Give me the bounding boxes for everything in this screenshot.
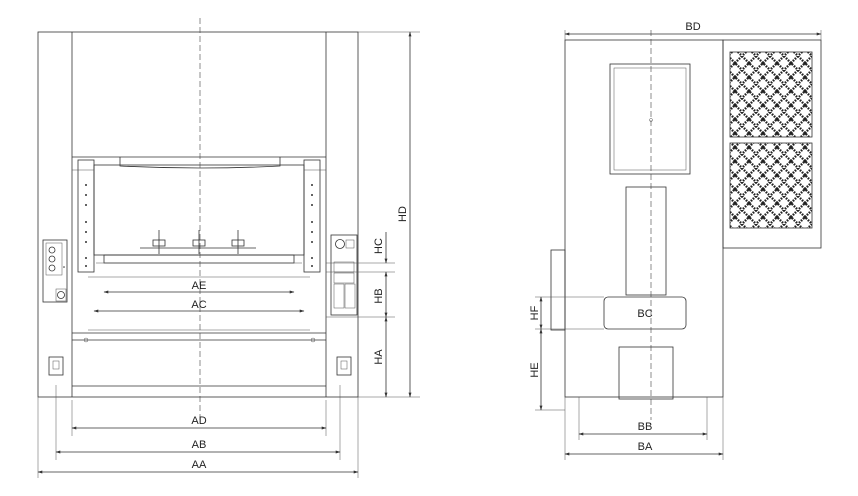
dim-label-HC: HC — [373, 238, 385, 254]
side-slide-column — [625, 186, 667, 296]
front-bolster — [103, 254, 295, 264]
side-motor-guard — [722, 39, 822, 249]
front-left-switch — [48, 356, 64, 376]
side-rear-bracket — [550, 249, 566, 331]
dim-label-HE: HE — [529, 362, 541, 377]
dim-label-HD: HD — [397, 206, 409, 222]
side-body — [564, 39, 724, 398]
side-bed-block — [618, 346, 674, 400]
dim-label-AD: AD — [191, 415, 206, 427]
front-right-gib — [303, 159, 321, 273]
dim-label-HB: HB — [373, 288, 385, 303]
front-knockout-pins — [140, 230, 256, 254]
dim-label-BD: BD — [685, 21, 700, 33]
side-top-door — [609, 63, 691, 175]
side-guard-mesh-upper — [729, 51, 813, 138]
front-right-switch — [336, 356, 352, 376]
front-gib-holes — [85, 184, 313, 267]
front-left-gib — [77, 159, 95, 273]
dim-label-BC: BC — [637, 308, 652, 320]
dim-label-AE: AE — [192, 280, 207, 292]
side-guard-mesh-lower — [729, 142, 813, 229]
dim-label-AA: AA — [192, 459, 207, 471]
dim-label-AB: AB — [192, 439, 207, 451]
dim-label-HF: HF — [529, 305, 541, 320]
front-view: AE AC AD AB AA HD HC HB HA — [37, 18, 420, 478]
side-bolster — [603, 296, 687, 330]
dim-label-BA: BA — [638, 441, 653, 453]
front-left-control-box — [42, 239, 68, 303]
front-right-control-panel — [330, 234, 358, 316]
front-outline — [37, 31, 359, 398]
dim-label-AC: AC — [191, 299, 206, 311]
side-view: BD BC BB BA HF HE — [529, 21, 822, 460]
dim-label-BB: BB — [638, 421, 653, 433]
front-extension-lines — [37, 31, 420, 478]
dim-label-HA: HA — [373, 349, 385, 365]
